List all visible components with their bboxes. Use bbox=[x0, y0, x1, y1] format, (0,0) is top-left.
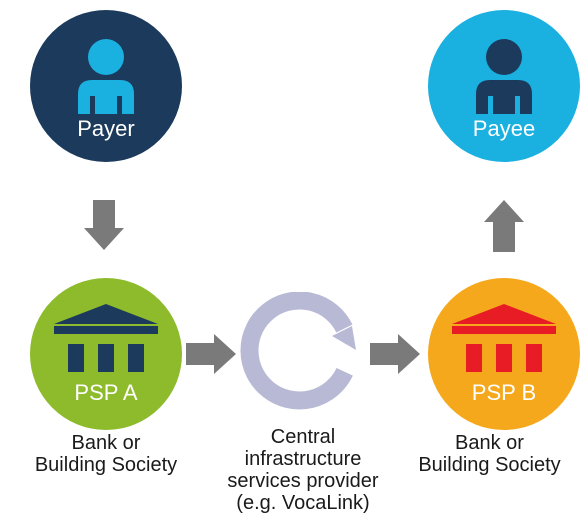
person-icon bbox=[476, 39, 532, 114]
psp-a-caption-line2: Building Society bbox=[34, 454, 178, 476]
psp-b-caption-line1: Bank or bbox=[455, 432, 524, 454]
psp-a-caption-line1: Bank or bbox=[71, 432, 141, 454]
infrastructure-caption-line3: services provider bbox=[227, 470, 379, 492]
person-icon bbox=[78, 39, 134, 114]
psp-b-label: PSP B bbox=[471, 380, 537, 405]
infrastructure-caption-line1: Central bbox=[270, 426, 336, 448]
bank-icon bbox=[452, 304, 556, 372]
payer-label: Payer bbox=[77, 116, 135, 141]
arrow-right-icon bbox=[186, 334, 236, 374]
arrow-down-icon bbox=[84, 200, 124, 250]
psp-b-caption: Bank or Building Society bbox=[398, 432, 581, 476]
psp-a-node: PSP A bbox=[30, 278, 182, 430]
infrastructure-caption: Central infrastructure services provider… bbox=[208, 426, 398, 514]
infrastructure-caption-line2: infrastructure bbox=[244, 448, 362, 470]
psp-b-caption-line2: Building Society bbox=[418, 454, 561, 476]
arrow-up-icon bbox=[484, 200, 524, 252]
cycle-icon bbox=[240, 292, 356, 410]
payee-label: Payee bbox=[472, 116, 536, 141]
psp-a-label: PSP A bbox=[74, 380, 138, 405]
infrastructure-caption-line4: (e.g. VocaLink) bbox=[236, 492, 370, 514]
psp-a-caption: Bank or Building Society bbox=[0, 432, 212, 476]
payer-node: Payer bbox=[30, 10, 182, 162]
psp-b-node: PSP B bbox=[428, 278, 580, 430]
arrow-right-icon bbox=[370, 334, 420, 374]
bank-icon bbox=[54, 304, 158, 372]
payee-node: Payee bbox=[428, 10, 580, 162]
